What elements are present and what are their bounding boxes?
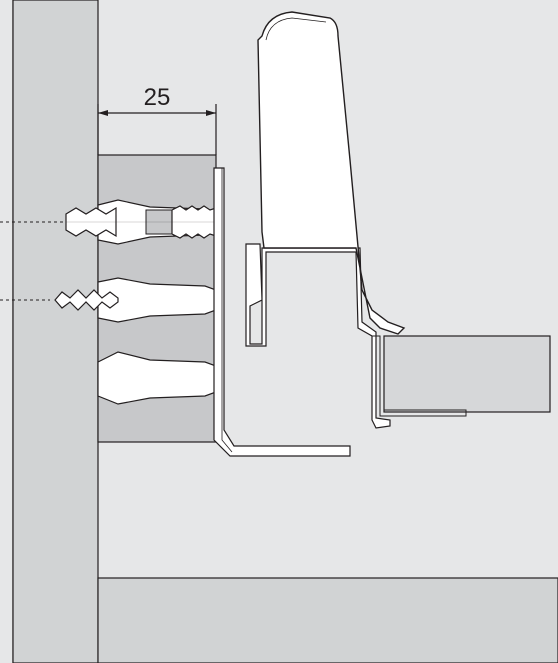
screw-upper	[65, 205, 217, 239]
dimension-arrow-left	[98, 110, 108, 116]
drawer-rail	[245, 243, 467, 429]
dimension-value: 25	[144, 84, 171, 111]
screw-lower	[54, 289, 119, 311]
bottom-panel	[97, 577, 558, 663]
drawer-panel	[383, 335, 551, 413]
dimension-arrow-right	[206, 110, 216, 116]
rail-cover	[257, 11, 406, 335]
wall-panel	[12, 0, 99, 663]
bracket	[213, 167, 351, 457]
dimension-25: 25	[97, 84, 217, 155]
